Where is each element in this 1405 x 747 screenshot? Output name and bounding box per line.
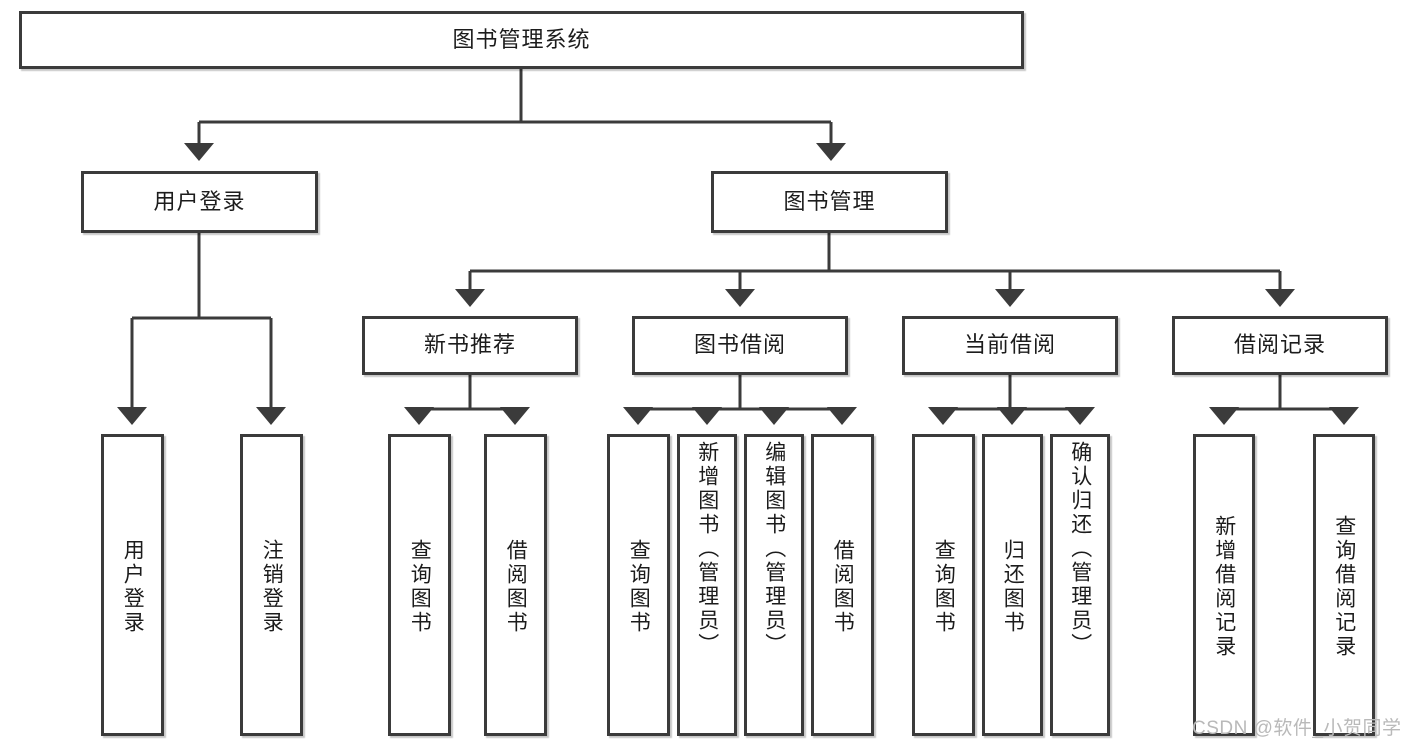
leaf-node[interactable]: 新增借阅记录 bbox=[1193, 434, 1255, 736]
leaf-node[interactable]: 查询图书 bbox=[607, 434, 670, 736]
leaf-node[interactable]: 借阅图书 bbox=[811, 434, 874, 736]
leaf-node-label: 归还图书 bbox=[1001, 539, 1025, 635]
leaf-node-label: 查询图书 bbox=[408, 539, 432, 635]
leaf-node-label: 借阅图书 bbox=[504, 539, 528, 635]
leaf-node-label: 借阅图书 bbox=[831, 539, 855, 635]
leaf-node[interactable]: 注销登录 bbox=[240, 434, 303, 736]
node-user-login[interactable]: 用户登录 bbox=[81, 171, 318, 233]
node-book-borrowing-label: 图书借阅 bbox=[693, 332, 786, 358]
leaf-node-label: 用户登录 bbox=[121, 539, 145, 635]
node-new-book-recommendation-label: 新书推荐 bbox=[423, 332, 516, 358]
leaf-node-label: 查询图书 bbox=[932, 539, 956, 635]
node-current-borrowing[interactable]: 当前借阅 bbox=[902, 316, 1118, 375]
leaf-node-label: 查询图书 bbox=[627, 539, 651, 635]
leaf-node-label: 新增图书（管理员） bbox=[695, 441, 719, 657]
leaf-node-label: 新增借阅记录 bbox=[1212, 515, 1236, 659]
node-root[interactable]: 图书管理系统 bbox=[19, 11, 1024, 69]
node-root-label: 图书管理系统 bbox=[452, 26, 591, 52]
node-borrowing-records[interactable]: 借阅记录 bbox=[1172, 316, 1388, 375]
node-book-management-label: 图书管理 bbox=[783, 188, 876, 214]
leaf-node[interactable]: 查询借阅记录 bbox=[1313, 434, 1375, 736]
leaf-node[interactable]: 查询图书 bbox=[912, 434, 975, 736]
node-current-borrowing-label: 当前借阅 bbox=[963, 332, 1056, 358]
node-new-book-recommendation[interactable]: 新书推荐 bbox=[362, 316, 578, 375]
leaf-node[interactable]: 确认归还（管理员） bbox=[1050, 434, 1110, 736]
leaf-node-label: 编辑图书（管理员） bbox=[762, 441, 786, 657]
leaf-node-label: 确认归还（管理员） bbox=[1068, 441, 1092, 657]
leaf-node-label: 查询借阅记录 bbox=[1332, 515, 1356, 659]
leaf-node[interactable]: 用户登录 bbox=[101, 434, 164, 736]
node-user-login-label: 用户登录 bbox=[153, 188, 246, 214]
leaf-node[interactable]: 归还图书 bbox=[982, 434, 1043, 736]
watermark-text: CSDN @软件_小贺同学 bbox=[1192, 718, 1402, 739]
node-borrowing-records-label: 借阅记录 bbox=[1233, 332, 1326, 358]
leaf-node[interactable]: 查询图书 bbox=[388, 434, 451, 736]
node-book-borrowing[interactable]: 图书借阅 bbox=[632, 316, 848, 375]
leaf-node[interactable]: 借阅图书 bbox=[484, 434, 547, 736]
leaf-node-label: 注销登录 bbox=[260, 539, 284, 635]
node-book-management[interactable]: 图书管理 bbox=[711, 171, 948, 233]
leaf-node[interactable]: 编辑图书（管理员） bbox=[744, 434, 804, 736]
leaf-node[interactable]: 新增图书（管理员） bbox=[677, 434, 737, 736]
